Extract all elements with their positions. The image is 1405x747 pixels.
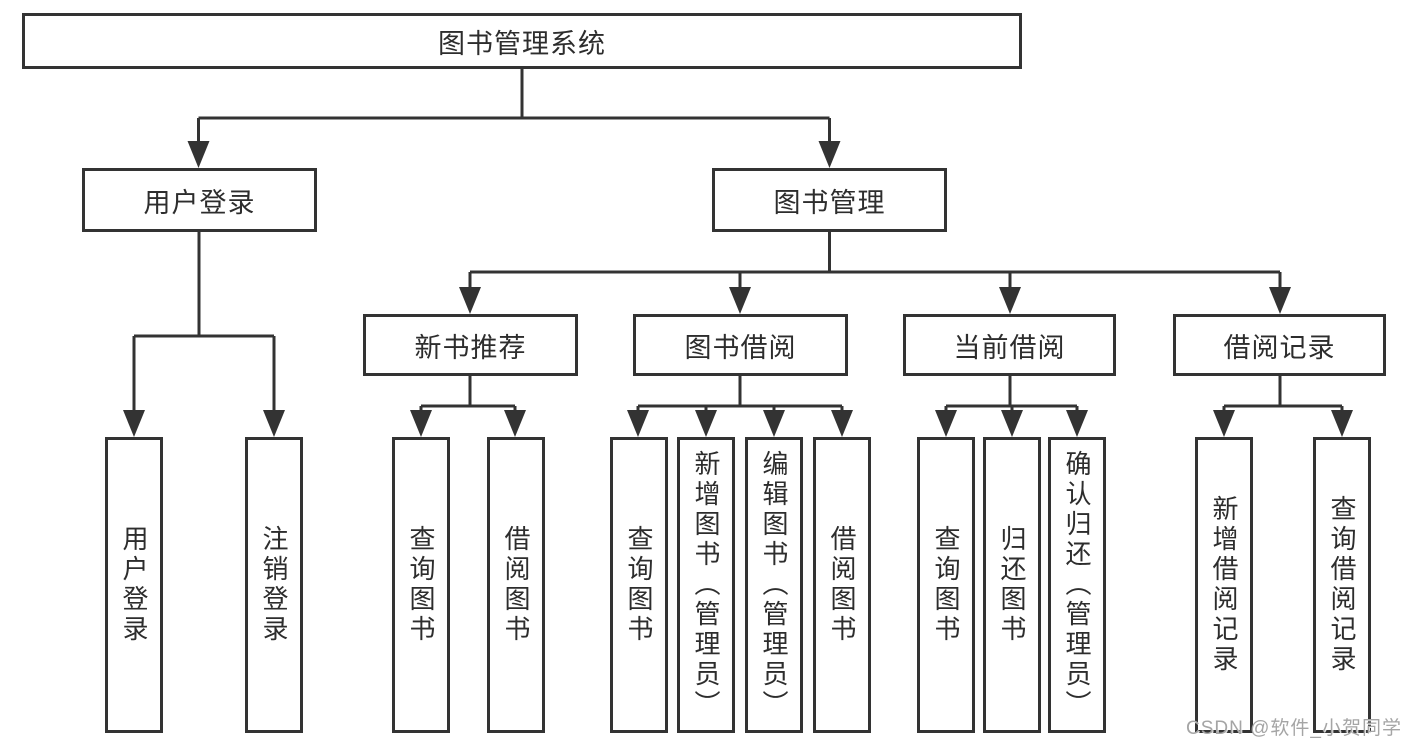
leaf-label: 归还图书	[997, 525, 1027, 645]
node-book-management: 图书管理	[712, 168, 947, 232]
node-leaf-borrow-books: 借阅图书	[813, 437, 871, 733]
node-user-login: 用户登录	[82, 168, 317, 232]
leaf-label: 查询图书	[931, 525, 961, 645]
watermark: CSDN @软件_小贺同学	[1186, 718, 1402, 739]
leaf-label: 用户登录	[119, 525, 149, 645]
node-borrow-records: 借阅记录	[1173, 314, 1386, 376]
leaf-label: 借阅图书	[501, 525, 531, 645]
leaf-label: 查询图书	[406, 525, 436, 645]
leaf-label: 新增借阅记录	[1209, 495, 1239, 675]
leaf-label: 新增图书（管理员）	[691, 450, 721, 720]
node-current-borrow: 当前借阅	[903, 314, 1116, 376]
node-leaf-add-borrow-record: 新增借阅记录	[1195, 437, 1253, 733]
node-leaf-confirm-return-admin: 确认归还（管理员）	[1048, 437, 1106, 733]
leaf-label: 编辑图书（管理员）	[759, 450, 789, 720]
node-leaf-query-borrow-record: 查询借阅记录	[1313, 437, 1371, 733]
leaf-label: 确认归还（管理员）	[1062, 450, 1092, 720]
node-leaf-edit-books-admin: 编辑图书（管理员）	[745, 437, 803, 733]
connector-paths	[132, 69, 1344, 419]
node-leaf-query-books: 查询图书	[392, 437, 450, 733]
node-leaf-borrow-books: 借阅图书	[487, 437, 545, 733]
node-leaf-user-login: 用户登录	[105, 437, 163, 733]
leaf-label: 查询借阅记录	[1327, 495, 1357, 675]
node-root: 图书管理系统	[22, 13, 1022, 69]
node-leaf-add-books-admin: 新增图书（管理员）	[677, 437, 735, 733]
leaf-label: 借阅图书	[827, 525, 857, 645]
node-leaf-query-books: 查询图书	[917, 437, 975, 733]
node-leaf-return-books: 归还图书	[983, 437, 1041, 733]
arrowheads	[123, 141, 1353, 437]
node-new-book-recommend: 新书推荐	[363, 314, 578, 376]
node-book-borrow: 图书借阅	[633, 314, 848, 376]
leaf-label: 查询图书	[624, 525, 654, 645]
node-leaf-logout: 注销登录	[245, 437, 303, 733]
node-leaf-query-books: 查询图书	[610, 437, 668, 733]
leaf-label: 注销登录	[259, 525, 289, 645]
